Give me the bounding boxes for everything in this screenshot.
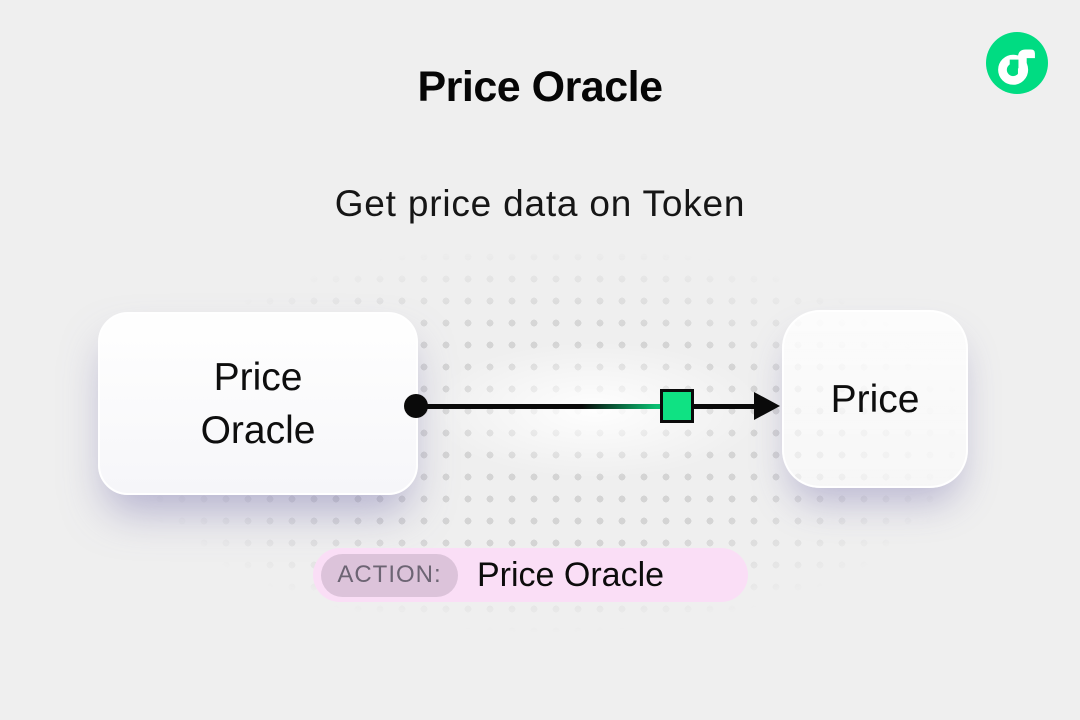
- node-price-label: Price: [830, 377, 920, 421]
- action-pill: ACTION: Price Oracle: [313, 548, 748, 602]
- page-subtitle: Get price data on Token: [334, 183, 746, 224]
- connector-trail: [582, 404, 660, 409]
- node-price: Price: [782, 310, 968, 488]
- connector-start-dot: [404, 394, 428, 418]
- action-badge: ACTION:: [321, 553, 458, 597]
- action-label: Price Oracle: [477, 555, 665, 594]
- flow-logo-icon: [986, 32, 1048, 94]
- page-title: Price Oracle: [417, 63, 663, 111]
- connector-glow: [360, 315, 830, 505]
- arrowhead-right-icon: [754, 392, 780, 420]
- data-packet-icon: [660, 389, 694, 423]
- node-price-oracle: Price Oracle: [98, 312, 418, 495]
- node-price-oracle-label: Price Oracle: [200, 355, 316, 452]
